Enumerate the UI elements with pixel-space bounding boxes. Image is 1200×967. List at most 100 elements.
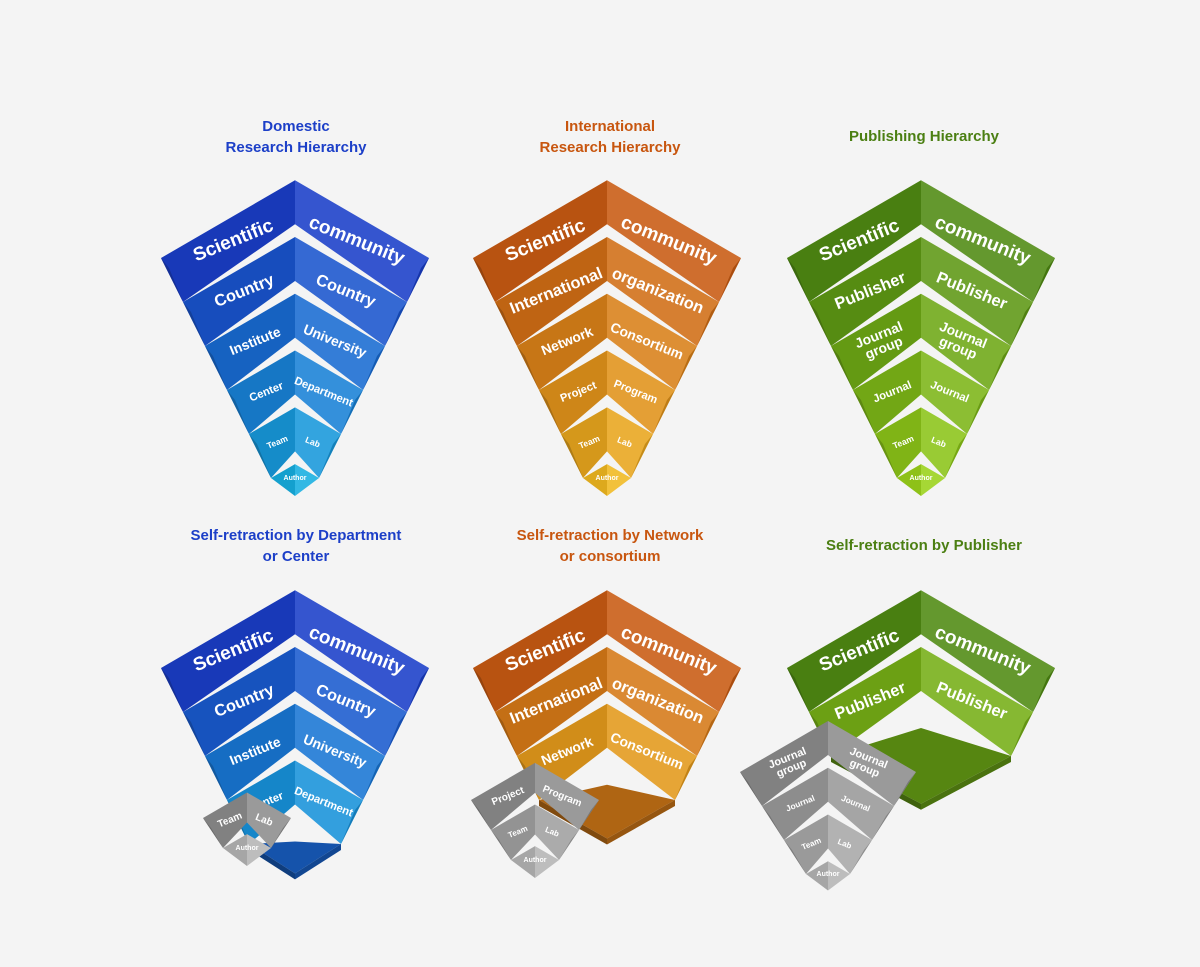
layer-bevel xyxy=(1011,302,1033,346)
tip-label: Author xyxy=(596,475,619,482)
tip-right-face xyxy=(921,464,945,496)
layer-bevel xyxy=(249,434,271,478)
layer-left-face xyxy=(161,590,295,712)
layer-right-face xyxy=(295,237,407,346)
layer-bevel xyxy=(787,668,809,712)
layer-left-face xyxy=(787,180,921,302)
truncated-base xyxy=(249,841,341,874)
layer-bevel xyxy=(495,712,517,756)
layer-bevel xyxy=(473,668,495,712)
layer-bevel xyxy=(989,346,1011,390)
layer-left-face xyxy=(495,237,607,346)
layer-right-face xyxy=(921,180,1055,302)
layer-bevel xyxy=(341,390,363,434)
layer-left-face xyxy=(787,590,921,712)
layer-left-face xyxy=(183,237,295,346)
layer-right-face xyxy=(607,180,741,302)
layer-right-face xyxy=(535,762,599,830)
layer-right-face xyxy=(921,647,1033,756)
layer-left-face xyxy=(473,590,607,712)
layer-bevel xyxy=(697,302,719,346)
truncated-base-edge xyxy=(607,800,675,845)
title-line: Publishing Hierarchy xyxy=(848,128,1000,145)
panel-title-self-dept: Self-retraction by Department or Center xyxy=(146,525,446,567)
layer-bevel xyxy=(967,390,989,434)
layer-bevel xyxy=(784,840,806,874)
layer-right-face xyxy=(921,237,1033,346)
layer-left-face xyxy=(205,293,295,390)
tip-right-face xyxy=(295,464,319,496)
layer-right-face xyxy=(295,760,363,844)
layer-bevel xyxy=(675,756,697,800)
layer-bevel xyxy=(271,818,291,848)
layer-bevel xyxy=(227,390,249,434)
layer-left-face xyxy=(539,350,607,434)
layer-bevel xyxy=(385,712,407,756)
tip-label: Author xyxy=(910,475,933,482)
layer-left-face xyxy=(495,647,607,756)
layer-right-face xyxy=(921,350,989,434)
tip-label: Author xyxy=(236,845,259,852)
layer-bevel xyxy=(161,258,183,302)
tip-right-face xyxy=(607,464,631,496)
tip-left-face xyxy=(271,464,295,496)
layer-left-face xyxy=(740,720,828,806)
layer-bevel xyxy=(407,258,429,302)
layer-bevel xyxy=(183,302,205,346)
layer-right-face xyxy=(607,407,653,478)
layer-bevel xyxy=(675,346,697,390)
layer-bevel xyxy=(363,346,385,390)
layer-right-face xyxy=(607,293,697,390)
tip-label: Author xyxy=(284,475,307,482)
layer-right-face xyxy=(295,647,407,756)
layer-bevel xyxy=(894,772,916,806)
truncated-base-edge xyxy=(921,756,1011,810)
layer-bevel xyxy=(809,302,831,346)
layer-left-face xyxy=(875,407,921,478)
layer-right-face xyxy=(607,703,697,800)
layer-right-face xyxy=(295,407,341,478)
layer-bevel xyxy=(1011,712,1033,756)
layer-right-face xyxy=(921,590,1055,712)
layer-bevel xyxy=(161,668,183,712)
truncated-base-edge xyxy=(295,844,341,880)
layer-right-face xyxy=(607,237,719,346)
layer-left-face xyxy=(183,647,295,756)
layer-bevel xyxy=(517,346,539,390)
title-line: Self-retraction by Network xyxy=(516,527,704,544)
layer-bevel xyxy=(631,434,653,478)
layer-right-face xyxy=(295,180,429,302)
tip-left-face xyxy=(806,861,828,891)
tip-right-face xyxy=(535,846,559,878)
layer-left-face xyxy=(227,350,295,434)
layer-left-face xyxy=(853,350,921,434)
layer-right-face xyxy=(607,590,741,712)
layer-right-face xyxy=(921,293,1011,390)
layer-bevel xyxy=(1033,668,1055,712)
layer-left-face xyxy=(473,180,607,302)
layer-bevel xyxy=(653,390,675,434)
layer-bevel xyxy=(559,830,579,860)
layer-left-face xyxy=(809,237,921,346)
layer-right-face xyxy=(295,350,363,434)
panel-title-domestic: Domestic Research Hierarchy xyxy=(146,116,446,158)
title-line: Self-retraction by Publisher xyxy=(826,537,1022,554)
layer-bevel xyxy=(407,668,429,712)
tip-left-face xyxy=(897,464,921,496)
panel-title-international: International Research Hierarchy xyxy=(460,116,760,158)
layer-left-face xyxy=(161,180,295,302)
layer-bevel xyxy=(491,830,511,860)
layer-bevel xyxy=(205,346,227,390)
layer-bevel xyxy=(471,800,491,830)
layer-right-face xyxy=(295,703,385,800)
tip-right-face xyxy=(828,861,850,891)
layer-bevel xyxy=(205,756,227,800)
layer-right-face xyxy=(607,647,719,756)
